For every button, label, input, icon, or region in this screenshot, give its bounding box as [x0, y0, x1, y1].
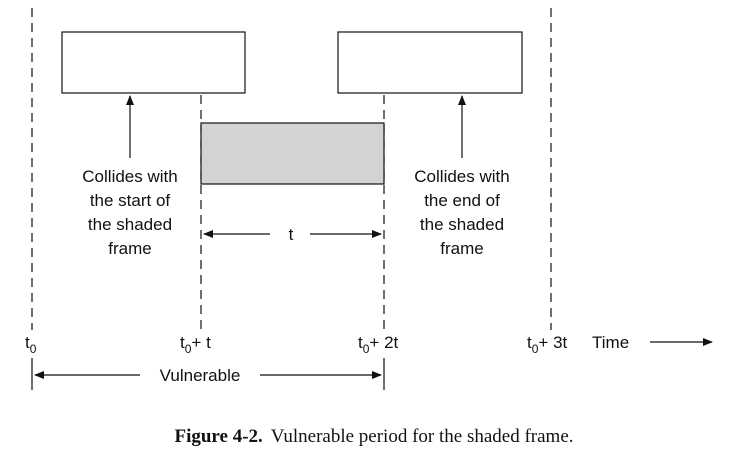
shaded-frame	[200, 122, 385, 185]
time-ticks: t0 t0+ t t0+ 2t t0+ 3t Time	[25, 333, 629, 356]
colliding-frame-right	[337, 31, 523, 94]
left-note-line: Collides with	[82, 167, 177, 186]
left-note: Collides with the start of the shaded fr…	[82, 167, 177, 258]
tick-t0-plus-t: t0+ t	[180, 333, 211, 356]
time-axis-label: Time	[592, 333, 629, 352]
right-note: Collides with the end of the shaded fram…	[414, 167, 509, 258]
right-note-line: frame	[440, 239, 483, 258]
colliding-frame-left	[61, 31, 246, 94]
figure-caption: Figure 4-2. Vulnerable period for the sha…	[174, 426, 573, 447]
left-note-line: frame	[108, 239, 151, 258]
time-gridlines	[31, 8, 552, 330]
vulnerable-label: Vulnerable	[160, 366, 241, 385]
right-note-line: the shaded	[420, 215, 504, 234]
tick-t0: t0	[25, 333, 37, 356]
left-note-line: the start of	[90, 191, 171, 210]
frame-duration-label: t	[289, 225, 294, 244]
tick-t0-plus-3t: t0+ 3t	[527, 333, 568, 356]
caption-number: Figure 4-2.	[174, 426, 262, 447]
caption-text: Vulnerable period for the shaded frame.	[271, 426, 574, 447]
right-note-line: Collides with	[414, 167, 509, 186]
left-note-line: the shaded	[88, 215, 172, 234]
tick-t0-plus-2t: t0+ 2t	[358, 333, 399, 356]
right-note-line: the end of	[424, 191, 500, 210]
